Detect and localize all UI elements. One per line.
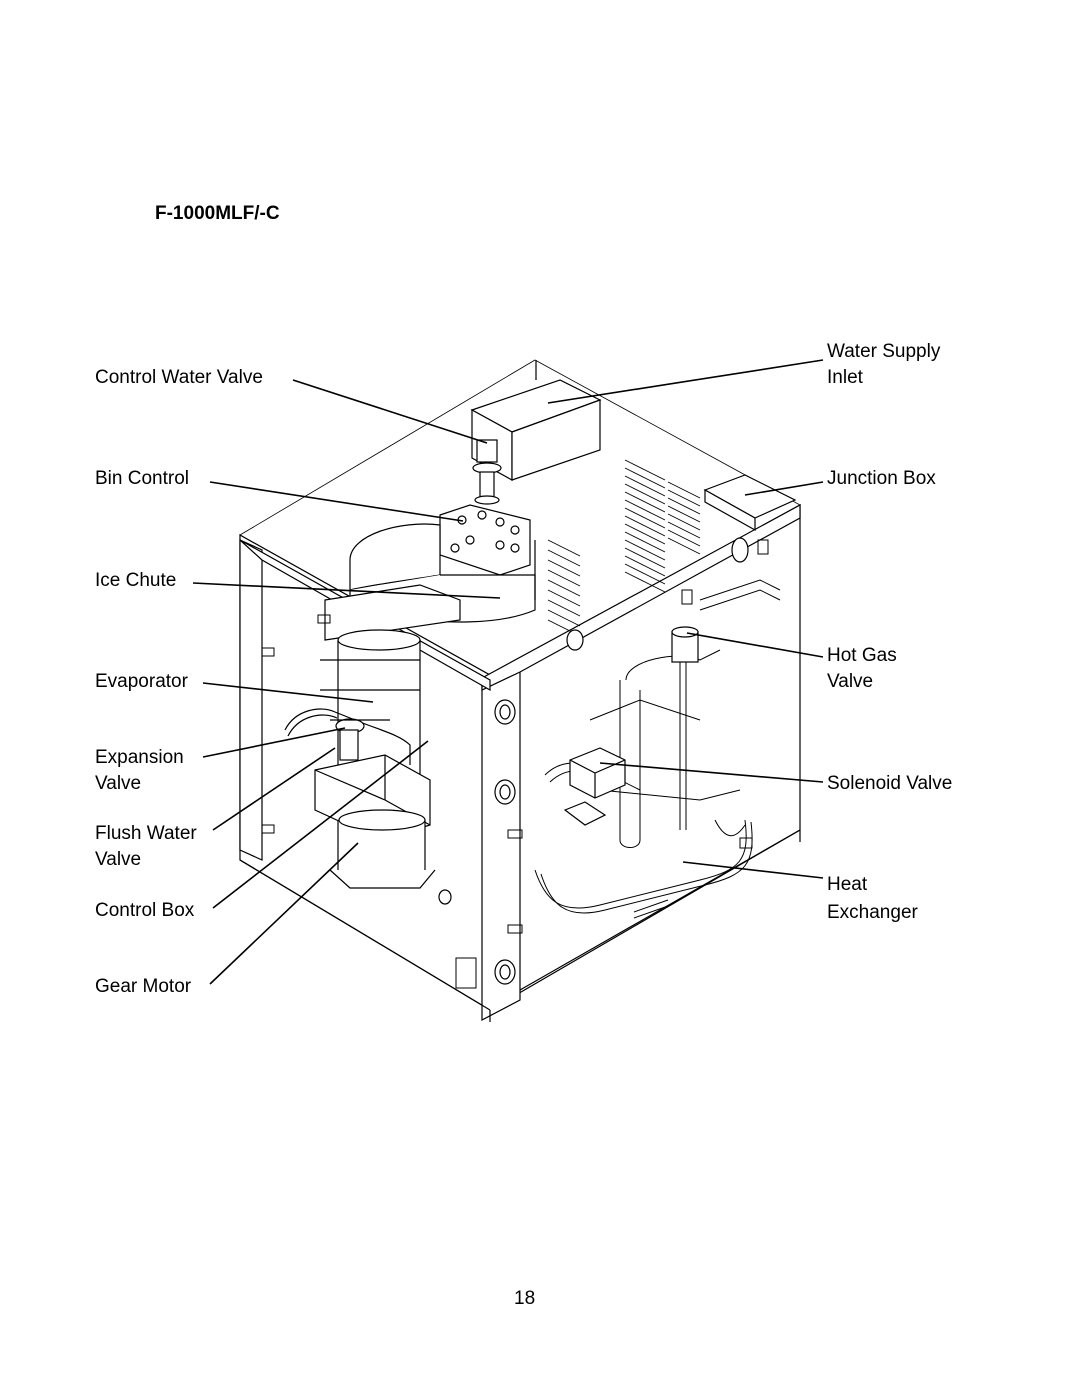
junction-box xyxy=(703,474,797,532)
expansion-valve xyxy=(284,708,411,765)
label-ice-chute: Ice Chute xyxy=(95,570,177,591)
ice-chute xyxy=(324,523,536,641)
label-junction-box: Junction Box xyxy=(827,468,936,489)
label-evaporator: Evaporator xyxy=(95,671,188,692)
label-gear-motor: Gear Motor xyxy=(95,976,192,997)
brackets xyxy=(261,539,769,989)
label-control-box: Control Box xyxy=(95,900,195,921)
leader-lines xyxy=(192,359,824,985)
page-number: 18 xyxy=(514,1288,536,1309)
diagram-title: F-1000MLF/-C xyxy=(155,203,280,224)
frame-holes xyxy=(438,537,749,985)
label-bin-control: Bin Control xyxy=(95,468,189,489)
label-control-water-valve: Control Water Valve xyxy=(95,367,263,388)
label-solenoid-valve: Solenoid Valve xyxy=(827,773,953,794)
hot-gas-valve xyxy=(671,626,699,663)
bin-control-assembly xyxy=(439,439,531,576)
solenoid-valve xyxy=(563,747,626,826)
gear-motor xyxy=(329,809,436,889)
rear-louvers xyxy=(547,459,701,637)
